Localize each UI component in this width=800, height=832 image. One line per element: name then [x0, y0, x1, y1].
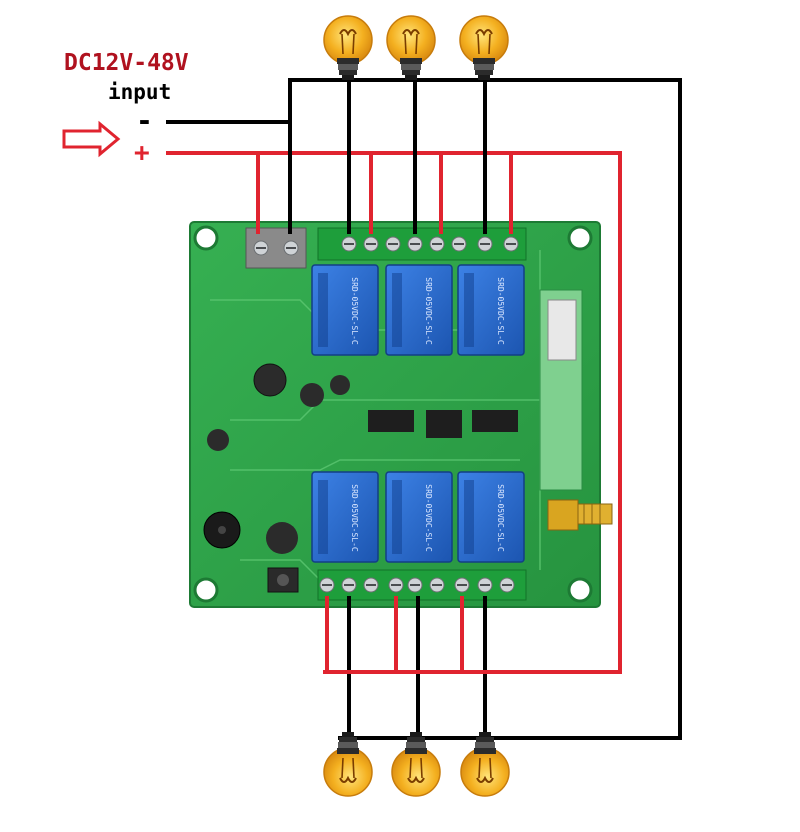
top-terminal-block	[317, 227, 527, 261]
relay-marking: SRD-05VDC-SL-C	[496, 277, 505, 345]
light-bulb-icon	[459, 15, 509, 81]
wires	[166, 78, 682, 740]
relay-K1: SRD-05VDC-SL-C	[311, 264, 379, 356]
terminal-screw	[341, 236, 357, 252]
terminal-screw	[363, 577, 379, 593]
relay-marking: SRD-05VDC-SL-C	[424, 277, 433, 345]
relay-K6: SRD-05VDC-SL-C	[457, 471, 525, 563]
terminal-screw	[499, 577, 515, 593]
terminal-screw	[429, 577, 445, 593]
light-bulb-icon	[323, 731, 373, 797]
relay-marking: SRD-05VDC-SL-C	[424, 484, 433, 552]
terminal-screw	[429, 236, 445, 252]
relay-marking: SRD-05VDC-SL-C	[350, 277, 359, 345]
relay-K4: SRD-05VDC-SL-C	[311, 471, 379, 563]
terminal-screw	[503, 236, 519, 252]
terminal-screw	[407, 577, 423, 593]
relay-marking: SRD-05VDC-SL-C	[350, 484, 359, 552]
voltage-label: DC12V-48V	[64, 50, 189, 76]
light-bulb-icon	[391, 731, 441, 797]
mounting-holes	[193, 225, 593, 603]
terminal-screw	[451, 236, 467, 252]
light-bulb-icon	[323, 15, 373, 81]
antenna-connector-icon	[547, 499, 613, 531]
right-arrow-icon	[62, 120, 121, 158]
terminal-screw	[407, 236, 423, 252]
positive-terminal-label: +	[134, 138, 150, 168]
terminal-screw	[477, 577, 493, 593]
terminal-screw	[388, 577, 404, 593]
relay-marking: SRD-05VDC-SL-C	[496, 484, 505, 552]
relays: SRD-05VDC-SL-C SRD-05VDC-SL-C SRD-05VDC-SL…	[311, 264, 525, 563]
light-bulb-icon	[386, 15, 436, 81]
power-terminal	[245, 227, 307, 269]
terminal-screw	[385, 236, 401, 252]
input-label: input	[108, 80, 172, 104]
relay-K3: SRD-05VDC-SL-C	[457, 264, 525, 356]
bottom-terminal-block	[317, 569, 527, 601]
terminal-screw	[363, 236, 379, 252]
light-bulb-icon	[460, 731, 510, 797]
relay-K2: SRD-05VDC-SL-C	[385, 264, 453, 356]
terminal-screw	[477, 236, 493, 252]
terminal-screw	[454, 577, 470, 593]
negative-terminal-label: -	[136, 104, 153, 137]
relay-K5: SRD-05VDC-SL-C	[385, 471, 453, 563]
terminal-screw	[341, 577, 357, 593]
terminal-screw	[319, 577, 335, 593]
